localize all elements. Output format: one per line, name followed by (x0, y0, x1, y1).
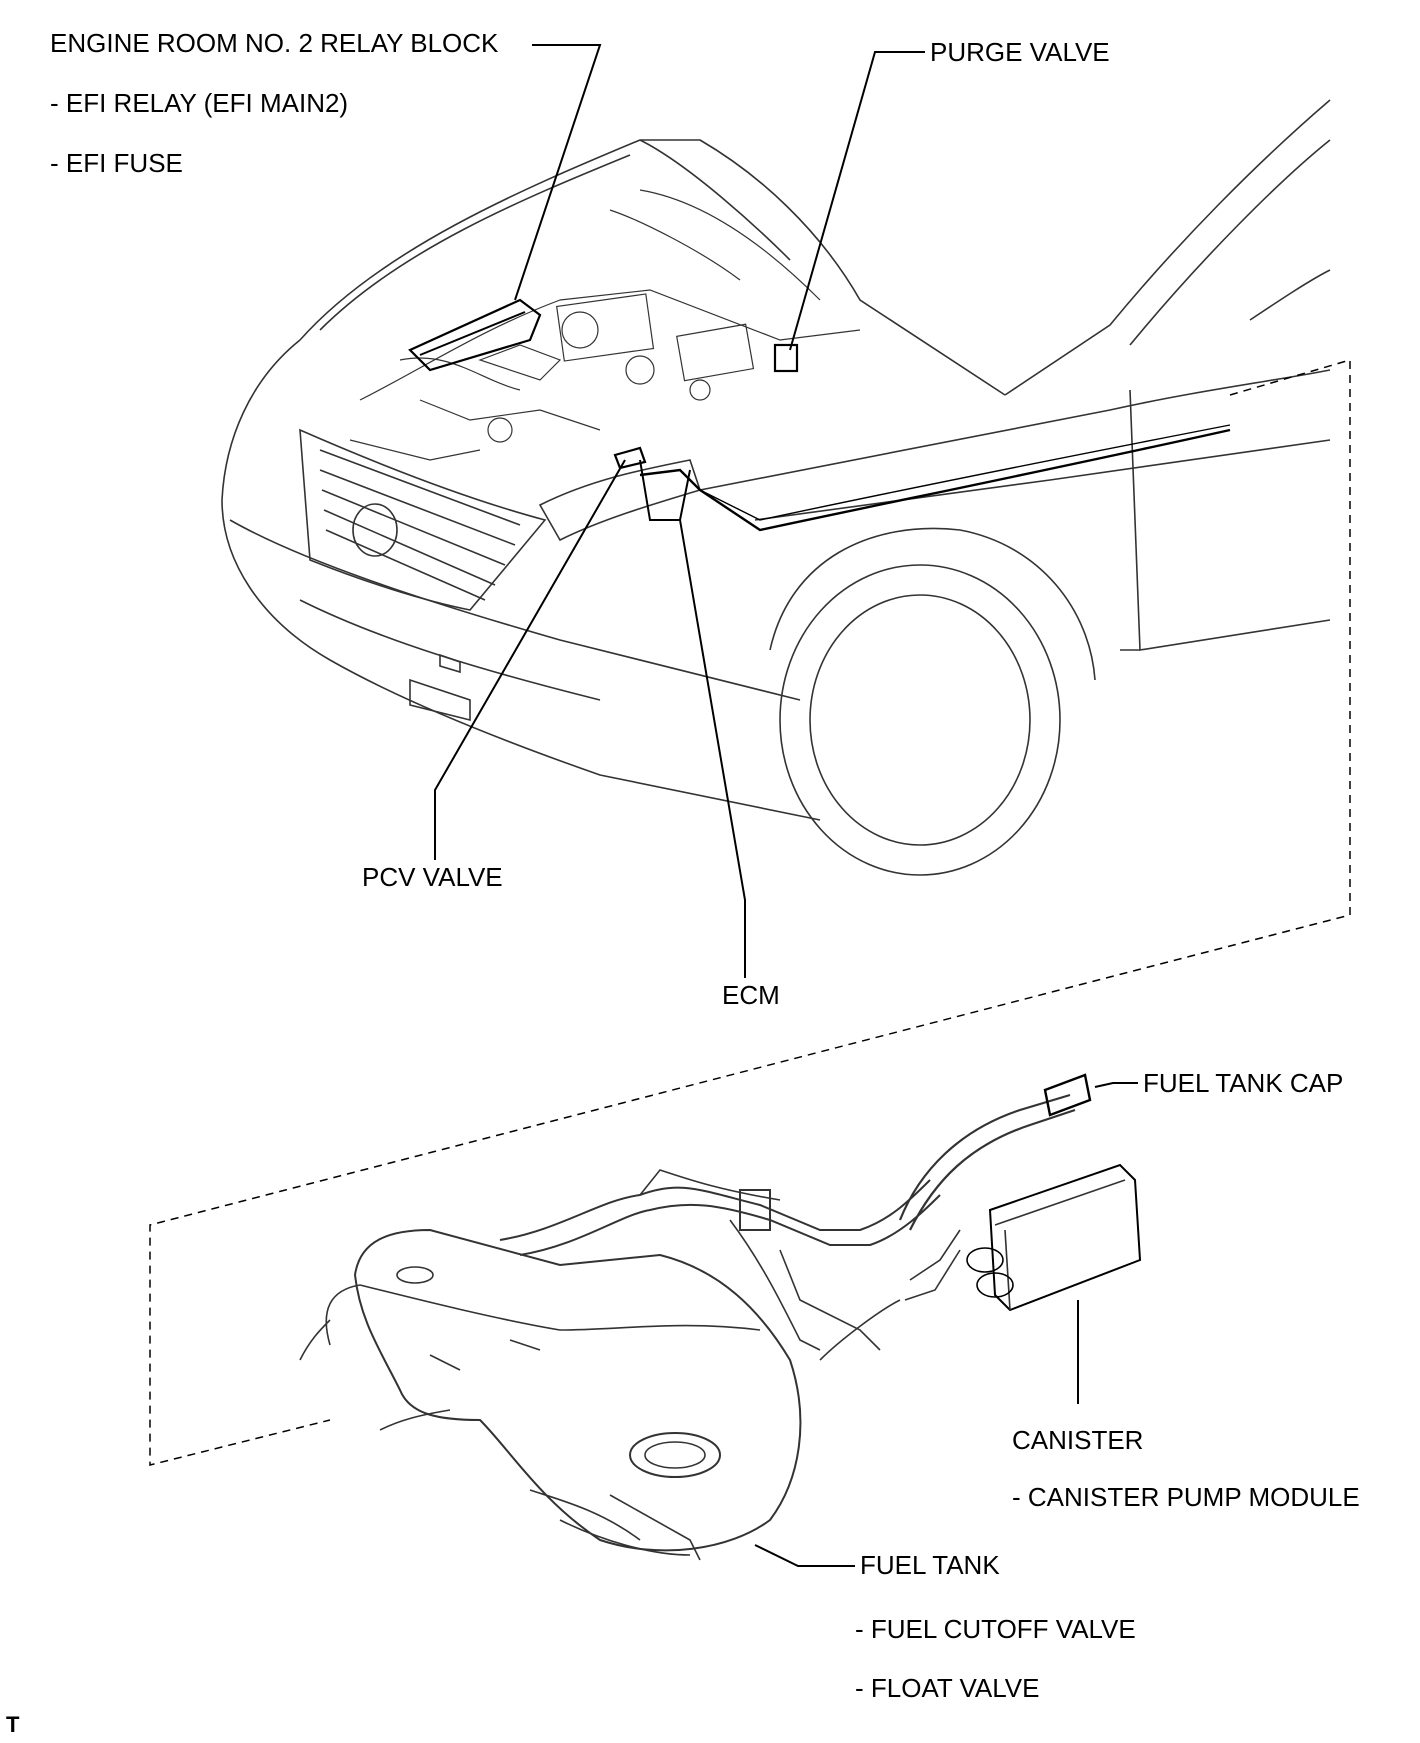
fuel-line-b (519, 1194, 941, 1256)
leader-purge-valve (789, 51, 925, 351)
filler-pipe (898, 1093, 1071, 1221)
purge-valve-shape (773, 343, 799, 373)
car-fog-lamp (409, 678, 471, 722)
fuel-tank-cap-shape (1043, 1073, 1092, 1117)
leader-lines (434, 44, 1138, 1567)
dashed-connector (149, 359, 1351, 1466)
car-emblem (352, 503, 398, 557)
leader-ecm (679, 519, 746, 978)
label-fuel-cutoff-valve: - FUEL CUTOFF VALVE (855, 1614, 1136, 1644)
leader-relay-block (514, 44, 602, 301)
label-fuel-tank: FUEL TANK (860, 1550, 1000, 1580)
car-front-fascia (221, 339, 821, 821)
fuel-line-clip (739, 1189, 771, 1231)
label-relay-block: ENGINE ROOM NO. 2 RELAY BLOCK (50, 28, 499, 58)
car-wheel-arch (769, 527, 1096, 681)
canister-shape (988, 1163, 1142, 1312)
engine-bay (349, 189, 861, 461)
car-headlamp (538, 459, 702, 542)
corner-mark: T (6, 1712, 20, 1737)
fuel-line-a (499, 1179, 931, 1241)
label-efi-relay: - EFI RELAY (EFI MAIN2) (50, 88, 349, 118)
pcv-valve-shape (613, 446, 647, 470)
leader-fuel-tank-cap (1094, 1082, 1138, 1088)
fuel-system-illustration (299, 1073, 1142, 1561)
label-purge-valve: PURGE VALVE (930, 37, 1110, 67)
car-side-panel (699, 369, 1331, 491)
fuel-tank-shape (353, 1228, 802, 1552)
ecm-harness (639, 428, 1231, 532)
leader-pcv-valve (434, 459, 626, 860)
label-fuel-tank-cap: FUEL TANK CAP (1143, 1068, 1344, 1098)
label-efi-fuse: - EFI FUSE (50, 148, 183, 178)
label-ecm: ECM (722, 980, 780, 1010)
car-windshield (1004, 99, 1331, 396)
car-grille (299, 428, 547, 611)
label-canister: CANISTER (1012, 1425, 1144, 1455)
leader-fuel-tank (754, 1544, 855, 1567)
label-pcv-valve: PCV VALVE (362, 862, 503, 892)
label-canister-pump-module: - CANISTER PUMP MODULE (1012, 1482, 1360, 1512)
car-hood (299, 139, 1006, 396)
car-illustration (221, 99, 1331, 876)
fuel-pump-ring (629, 1432, 721, 1478)
car-front-wheel (779, 564, 1061, 876)
relay-block-shape (408, 298, 542, 372)
label-float-valve: - FLOAT VALVE (855, 1673, 1040, 1703)
